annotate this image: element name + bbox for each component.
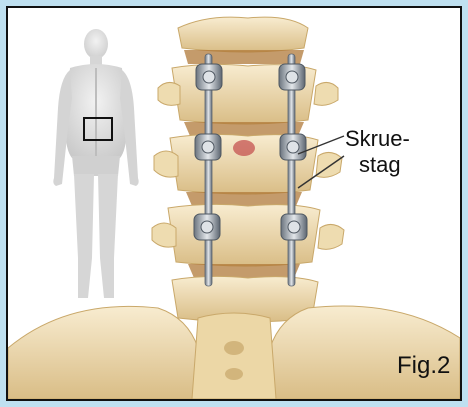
vertebral-column	[152, 17, 344, 322]
lesion-marker	[233, 140, 255, 156]
pelvis-icon	[8, 306, 460, 399]
human-figure-icon	[53, 29, 138, 298]
screw-label-line2: stag	[345, 152, 410, 178]
screw-label-line1: Skrue-	[345, 126, 410, 152]
spine-illustration	[8, 8, 460, 399]
screw-rod-label: Skrue- stag	[345, 126, 410, 178]
figure-panel: Skrue- stag Fig.2	[6, 6, 462, 401]
figure-number: Fig.2	[397, 352, 450, 380]
